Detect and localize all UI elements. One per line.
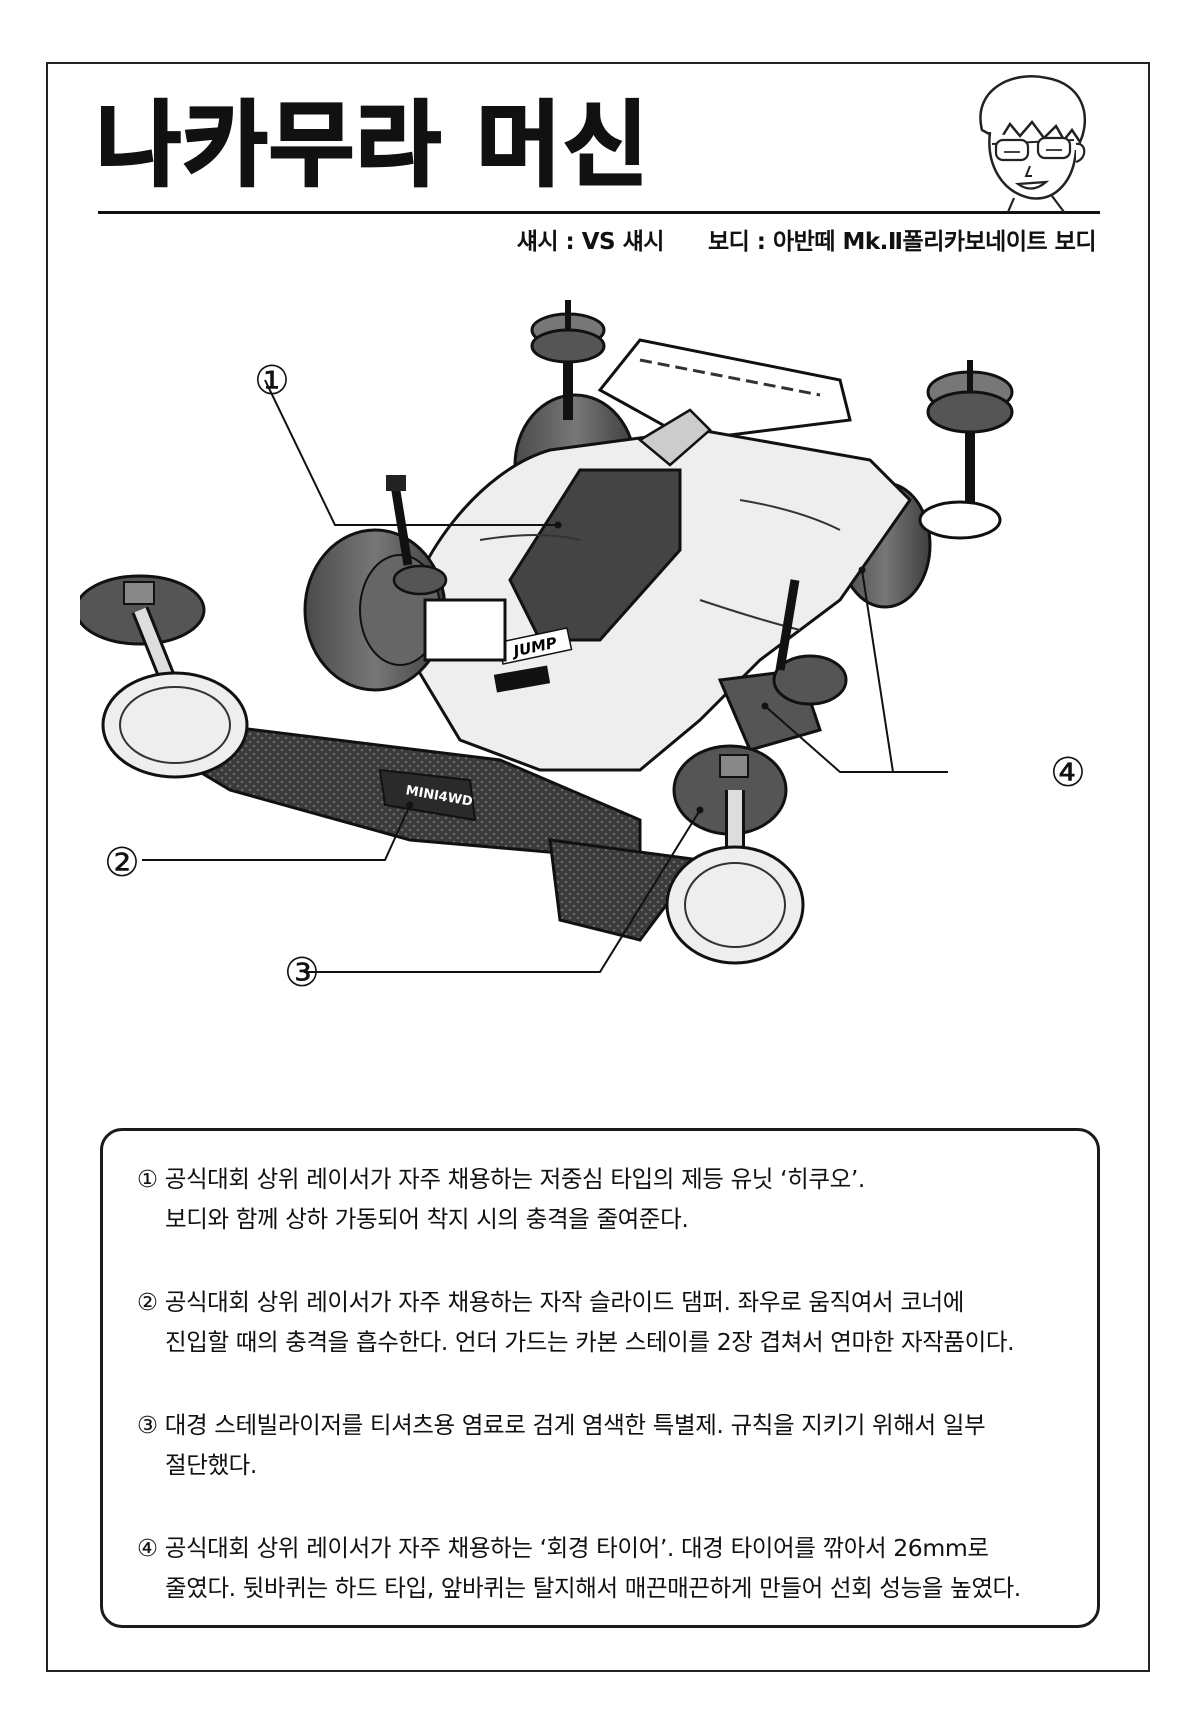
- note-3-line-2: 절단했다.: [165, 1451, 257, 1479]
- callout-4-leader-b: [764, 705, 893, 773]
- callout-4: ④: [1050, 750, 1086, 796]
- note-2-line-1: ② 공식대회 상위 레이서가 자주 채용하는 자작 슬라이드 댐퍼. 좌우로 움…: [137, 1288, 964, 1316]
- callout-2: ②: [104, 840, 140, 886]
- title-divider: [98, 211, 1100, 214]
- front-left-roller: [101, 671, 249, 779]
- note-4: ④ 공식대회 상위 레이서가 자주 채용하는 ‘회경 타이어’. 대경 타이어를…: [137, 1528, 1067, 1608]
- author-portrait: [979, 75, 1087, 212]
- page-frame: [46, 62, 1150, 1672]
- note-2: ② 공식대회 상위 레이서가 자주 채용하는 자작 슬라이드 댐퍼. 좌우로 움…: [137, 1282, 1067, 1362]
- callout-2-leader: [142, 804, 411, 861]
- note-3-line-1: ③ 대경 스테빌라이저를 티셔츠용 염료로 검게 염색한 특별제. 규칙을 지키…: [137, 1411, 986, 1439]
- body-spec: 보디 : 아반떼 Mk.Ⅱ폴리카보네이트 보디: [707, 229, 1097, 255]
- page-title: 나카무라 머신: [95, 92, 650, 199]
- note-1-line-1: ① 공식대회 상위 레이서가 자주 채용하는 저중심 타입의 제등 유닛 ‘히쿠…: [137, 1165, 865, 1193]
- callout-1: ①: [254, 358, 290, 404]
- notes-box: ① 공식대회 상위 레이서가 자주 채용하는 저중심 타입의 제등 유닛 ‘히쿠…: [100, 1128, 1100, 1628]
- note-1: ① 공식대회 상위 레이서가 자주 채용하는 저중심 타입의 제등 유닛 ‘히쿠…: [137, 1159, 1067, 1239]
- slide-damper-plate: [378, 768, 477, 822]
- note-1-line-2: 보디와 함께 상하 가동되어 착지 시의 충격을 줄여준다.: [165, 1205, 689, 1233]
- mini4wd-illustration: JUMP MINI4WD: [80, 300, 1014, 973]
- body-decal-jump: JUMP: [497, 627, 573, 665]
- note-4-line-2: 줄였다. 뒷바퀴는 하드 타입, 앞바퀴는 탈지해서 매끈매끈하게 만들어 선회…: [165, 1574, 1021, 1602]
- callout-3: ③: [284, 950, 320, 996]
- callout-1-leader: [264, 379, 558, 526]
- note-4-line-1: ④ 공식대회 상위 레이서가 자주 채용하는 ‘회경 타이어’. 대경 타이어를…: [137, 1534, 989, 1562]
- note-2-line-2: 진입할 때의 충격을 흡수한다. 언더 가드는 카본 스테이를 2장 겹쳐서 연…: [165, 1328, 1015, 1356]
- rear-wing: [597, 338, 852, 442]
- chassis-spec: 섀시 : VS 섀시: [516, 229, 665, 255]
- stabilizer-plate: [548, 838, 703, 942]
- front-right-roller: [665, 845, 805, 965]
- callout-3-leader: [304, 809, 701, 973]
- spec-line: 섀시 : VS 섀시 보디 : 아반떼 Mk.Ⅱ폴리카보네이트 보디: [516, 222, 1097, 256]
- note-3: ③ 대경 스테빌라이저를 티셔츠용 염료로 검게 염색한 특별제. 규칙을 지키…: [137, 1405, 1067, 1485]
